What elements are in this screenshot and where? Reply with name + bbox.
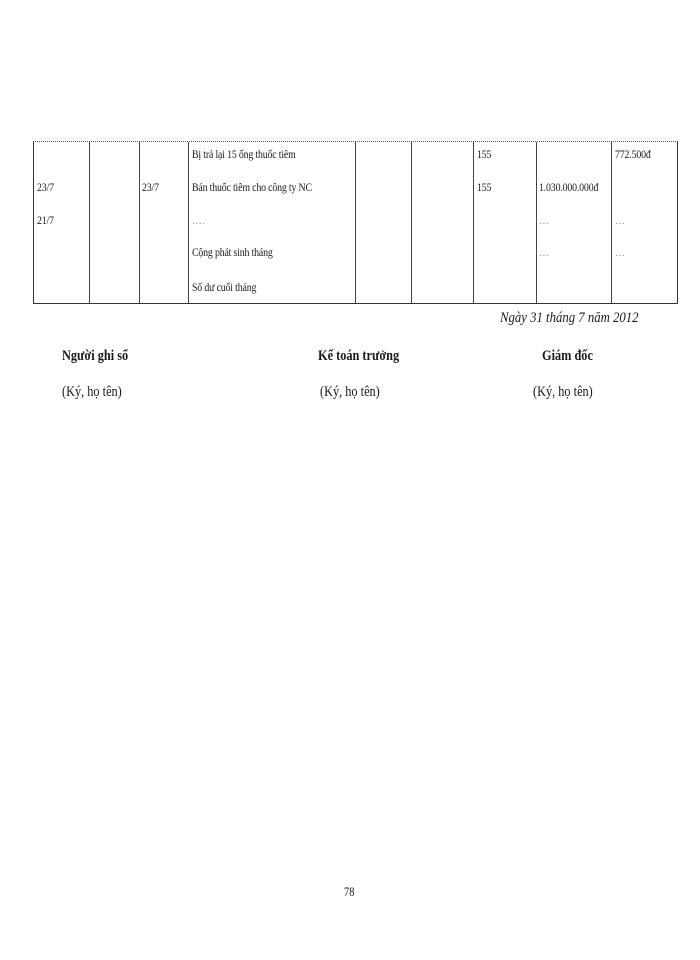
signing-date: Ngày 31 tháng 7 năm 2012 [500,310,639,326]
row-debit: … [539,245,550,259]
row-debit: 1.030.000.000đ [539,180,599,194]
signature-subtitle-chief-accountant: (Ký, họ tên) [320,384,380,400]
column-divider [411,142,412,303]
column-divider [355,142,356,303]
column-divider [473,142,474,303]
row-date-recorded: 23/7 [37,180,54,194]
row-description: Cộng phát sinh tháng [192,245,273,259]
column-divider [89,142,90,303]
ledger-table: Bị trả lại 15 ống thuốc tiêm 155 772.500… [33,141,678,304]
row-credit: … [615,213,626,227]
row-description: Bị trả lại 15 ống thuốc tiêm [192,147,296,161]
column-divider [139,142,140,303]
row-credit: 772.500đ [615,147,651,161]
row-account: 155 [477,147,492,161]
column-divider [611,142,612,303]
row-description: Bán thuốc tiêm cho công ty NC [192,180,312,194]
row-credit: … [615,245,626,259]
signature-subtitle-recorder: (Ký, họ tên) [62,384,122,400]
column-divider [188,142,189,303]
signature-subtitle-director: (Ký, họ tên) [533,384,593,400]
signature-title-recorder: Người ghi sổ [62,348,129,364]
row-account: 155 [477,180,492,194]
column-divider [536,142,537,303]
signature-title-chief-accountant: Kế toán trưởng [318,348,400,364]
page-number: 78 [344,884,355,899]
row-voucher-date: 23/7 [142,180,159,194]
row-description: …. [192,213,206,227]
signature-title-director: Giám đốc [542,348,593,364]
row-description: Số dư cuối tháng [192,280,257,294]
row-debit: … [539,213,550,227]
row-date-recorded: 21/7 [37,213,54,227]
